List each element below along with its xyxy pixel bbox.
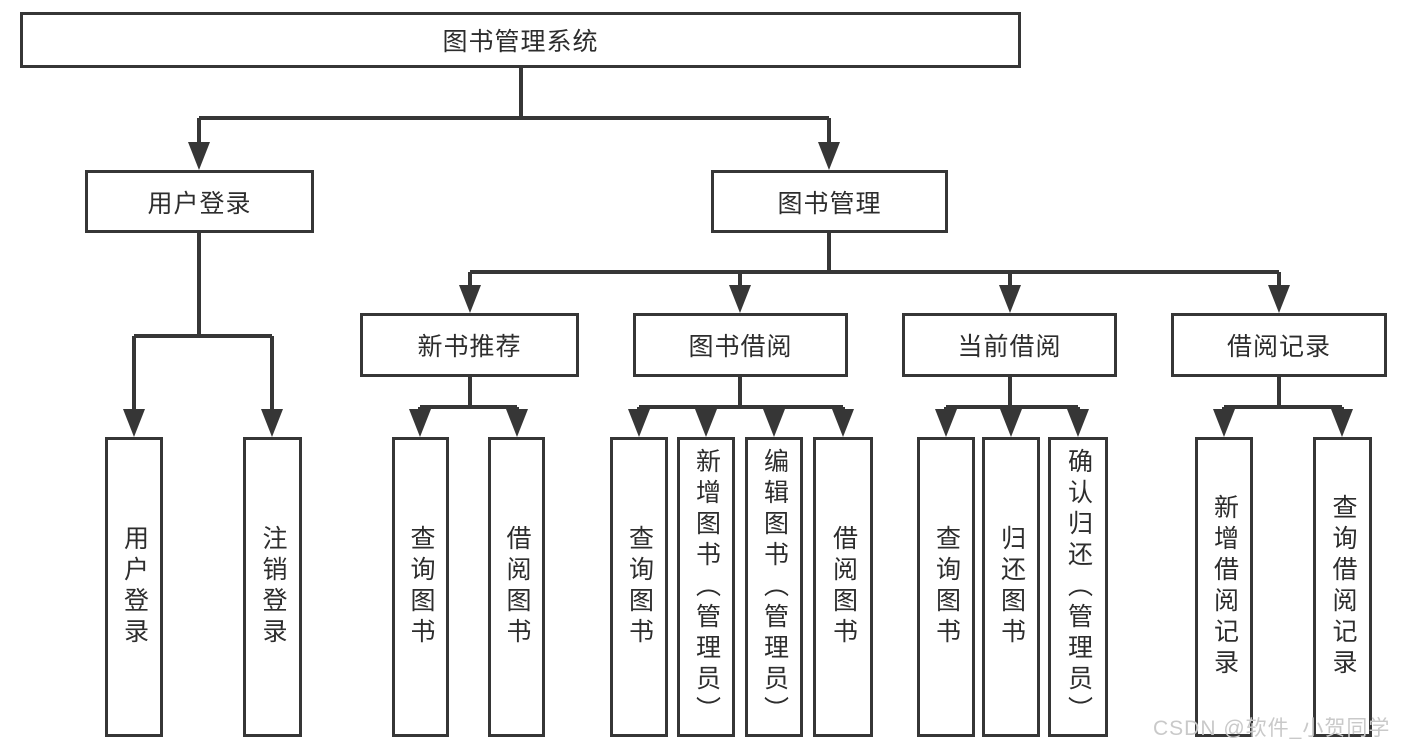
leaf-confirm-return-admin: 确认归还（管理员） <box>1048 437 1108 737</box>
node-book-management-label: 图书管理 <box>777 189 882 218</box>
leaf-logout-label: 注销登录 <box>259 525 287 649</box>
leaf-query-books-current-label: 查询图书 <box>932 525 961 649</box>
leaf-query-borrow-record-label: 查询借阅记录 <box>1329 494 1357 680</box>
node-library-system: 图书管理系统 <box>20 12 1021 68</box>
leaf-user-login: 用户登录 <box>105 437 163 737</box>
node-current-borrowing: 当前借阅 <box>902 313 1117 377</box>
leaf-add-books-admin-label: 新增图书（管理员） <box>692 447 721 727</box>
node-new-book-recommend-label: 新书推荐 <box>417 333 522 361</box>
leaf-add-borrow-record: 新增借阅记录 <box>1195 437 1253 737</box>
leaf-borrow-books-label: 借阅图书 <box>829 525 858 649</box>
leaf-borrow-books-recommend-label: 借阅图书 <box>503 525 531 649</box>
node-user-login: 用户登录 <box>85 170 314 233</box>
leaf-borrow-books: 借阅图书 <box>813 437 873 737</box>
csdn-watermark: CSDN @软件_小贺同学 <box>1153 717 1391 740</box>
leaf-return-books-label: 归还图书 <box>997 525 1026 649</box>
leaf-query-borrow-record: 查询借阅记录 <box>1313 437 1372 737</box>
node-current-borrowing-label: 当前借阅 <box>957 333 1062 361</box>
leaf-edit-books-admin: 编辑图书（管理员） <box>745 437 803 737</box>
leaf-borrow-books-recommend: 借阅图书 <box>488 437 545 737</box>
node-library-system-label: 图书管理系统 <box>442 28 599 56</box>
leaf-add-borrow-record-label: 新增借阅记录 <box>1210 494 1239 680</box>
leaf-confirm-return-admin-label: 确认归还（管理员） <box>1064 447 1093 727</box>
node-book-borrowing: 图书借阅 <box>633 313 848 377</box>
node-borrowing-records: 借阅记录 <box>1171 313 1387 377</box>
leaf-logout: 注销登录 <box>243 437 302 737</box>
leaf-query-books-borrowing: 查询图书 <box>610 437 668 737</box>
node-user-login-label: 用户登录 <box>147 189 252 218</box>
leaf-return-books: 归还图书 <box>982 437 1040 737</box>
node-book-management: 图书管理 <box>711 170 948 233</box>
node-book-borrowing-label: 图书借阅 <box>688 333 793 361</box>
leaf-user-login-label: 用户登录 <box>120 525 149 649</box>
node-borrowing-records-label: 借阅记录 <box>1226 333 1331 361</box>
leaf-query-books-borrowing-label: 查询图书 <box>625 525 654 649</box>
leaf-query-books-current: 查询图书 <box>917 437 975 737</box>
leaf-query-books-recommend: 查询图书 <box>392 437 449 737</box>
leaf-query-books-recommend-label: 查询图书 <box>407 525 435 649</box>
leaf-add-books-admin: 新增图书（管理员） <box>677 437 735 737</box>
node-new-book-recommend: 新书推荐 <box>360 313 579 377</box>
leaf-edit-books-admin-label: 编辑图书（管理员） <box>760 447 789 727</box>
